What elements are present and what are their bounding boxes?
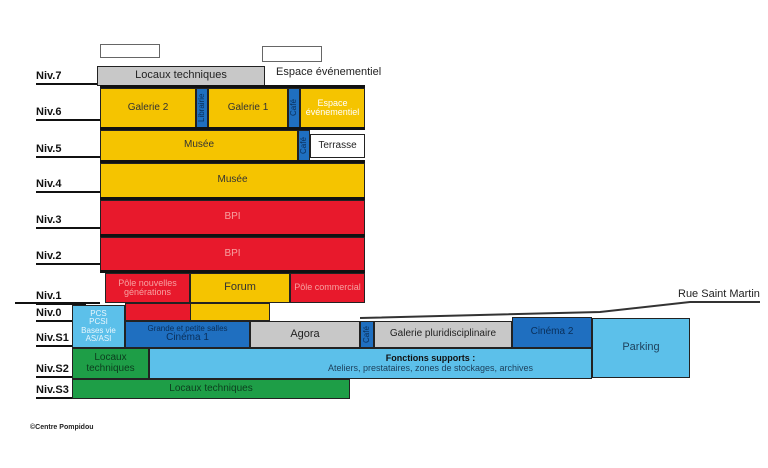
zone-galerie-pluridisciplinaire: Galerie pluridisciplinaire [374, 321, 512, 348]
zone-locaux-techniques-s3: Locaux techniques [72, 379, 350, 399]
zone-cinema-1: Grande et petite salles Cinéma 1 [125, 321, 250, 348]
zone-terrasse: Terrasse [310, 134, 365, 158]
zone-cafe-n5: Café [298, 130, 310, 161]
zone-bpi-n2: BPI [100, 237, 365, 271]
level-label: Niv.0 [36, 307, 72, 322]
level-label: Niv.6 [36, 106, 100, 121]
zone-pcs: PCS PCSI Bases vie AS/ASI [72, 305, 125, 348]
fonctions-supports-desc: Ateliers, prestataires, zones de stockag… [327, 362, 534, 373]
cinema-1-subtitle: Grande et petite salles [147, 324, 228, 334]
zone-parking: Parking [592, 318, 690, 378]
zone-cafe-s1: Café [360, 321, 374, 348]
roof-equipment [100, 44, 160, 58]
zone-galerie-1: Galerie 1 [208, 88, 288, 128]
zone-pole-nouvelles-generations: Pôle nouvelles générations [105, 273, 190, 303]
floor-slab [100, 197, 365, 200]
roof-equipment [262, 46, 322, 62]
zone-fonctions-supports: Fonctions supports : Ateliers, prestatai… [149, 348, 592, 379]
level-label: Niv.4 [36, 178, 100, 193]
level-label: Niv.S2 [36, 363, 72, 378]
label-rue-saint-martin: Rue Saint Martin [678, 288, 760, 300]
level-label: Niv.7 [36, 70, 100, 85]
floor-slab [100, 270, 365, 273]
street-slope [360, 301, 760, 319]
zone-bpi-n3: BPI [100, 200, 365, 235]
zone-espace-evenementiel: Espace événementiel [300, 88, 365, 128]
level-label: Niv.1 [36, 290, 86, 305]
zone-musee-n4: Musée [100, 163, 365, 198]
fonctions-supports-title: Fonctions supports : [385, 353, 476, 364]
level-label: Niv.S1 [36, 332, 72, 347]
zone-galerie-2: Galerie 2 [100, 88, 196, 128]
zone-locaux-techniques-n7: Locaux techniques [97, 66, 265, 86]
credit: ©Centre Pompidou [30, 424, 94, 431]
label-espace-evenementiel: Espace événementiel [276, 66, 382, 78]
zone-cafe-n6: Café [288, 88, 300, 128]
floor-slab [100, 160, 365, 163]
level-label: Niv.3 [36, 214, 100, 229]
level-label: Niv.2 [36, 250, 100, 265]
level-label: Niv.S3 [36, 384, 72, 399]
floor-slab [100, 127, 365, 130]
zone-yellow-n0 [190, 303, 270, 321]
zone-forum: Forum [190, 273, 290, 303]
street-line [15, 302, 100, 304]
zone-musee-n5: Musée [100, 130, 298, 161]
cinema-1-title: Cinéma 1 [166, 332, 209, 344]
floor-slab [100, 234, 365, 237]
floor-slab [100, 85, 365, 88]
zone-cinema-2: Cinéma 2 [512, 317, 592, 348]
zone-agora: Agora [250, 321, 360, 348]
zone-locaux-techniques-s2: Locaux techniques [72, 348, 149, 379]
zone-pole-commercial: Pôle commercial [290, 273, 365, 303]
zone-librairie: Librairie [196, 88, 208, 128]
level-label: Niv.5 [36, 143, 100, 158]
